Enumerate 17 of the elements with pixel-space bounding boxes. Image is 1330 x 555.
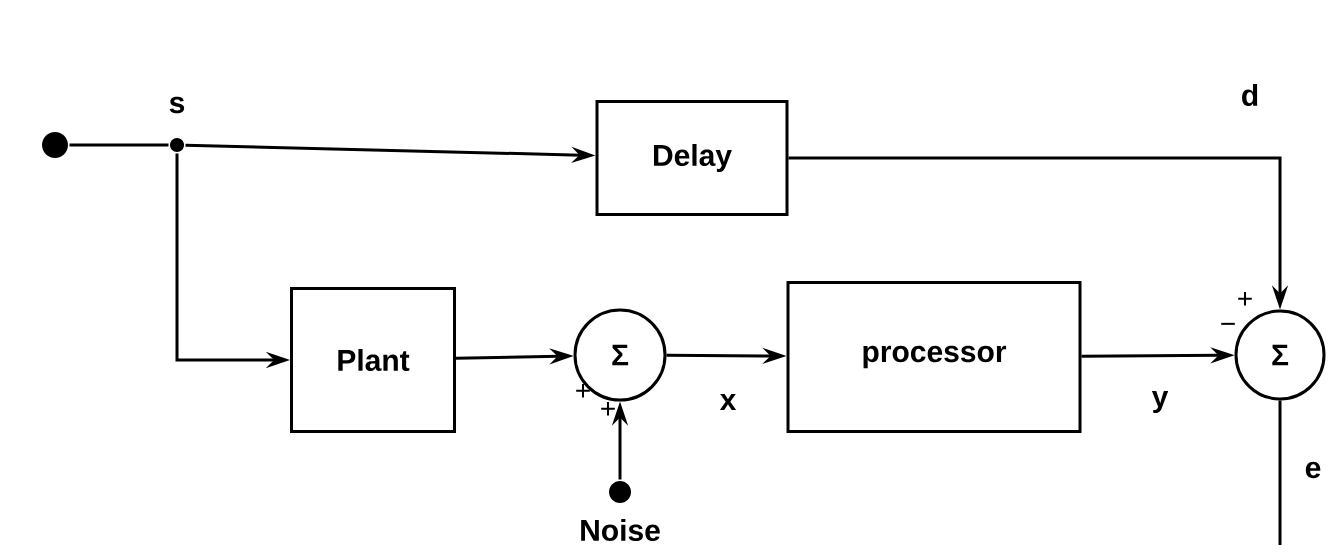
junction-dot — [170, 138, 184, 152]
edge-label: e — [1302, 459, 1324, 481]
edge-label: y — [1149, 388, 1171, 416]
signal-label: Noise — [581, 519, 660, 541]
process-box: processor — [786, 281, 1082, 433]
sign-label: + — [576, 383, 590, 398]
process-box: Delay — [595, 100, 789, 216]
terminal-dot — [42, 132, 68, 158]
connector-line — [1278, 400, 1282, 545]
edge-label: x — [717, 392, 739, 412]
terminal-dot — [609, 481, 631, 503]
edge-label: d — [1238, 82, 1262, 108]
summing-junction: Σ — [1234, 309, 1326, 401]
connector-line — [69, 143, 169, 147]
sign-label: + — [601, 401, 615, 416]
signal-label: s — [169, 96, 185, 114]
process-box: Plant — [290, 287, 456, 433]
